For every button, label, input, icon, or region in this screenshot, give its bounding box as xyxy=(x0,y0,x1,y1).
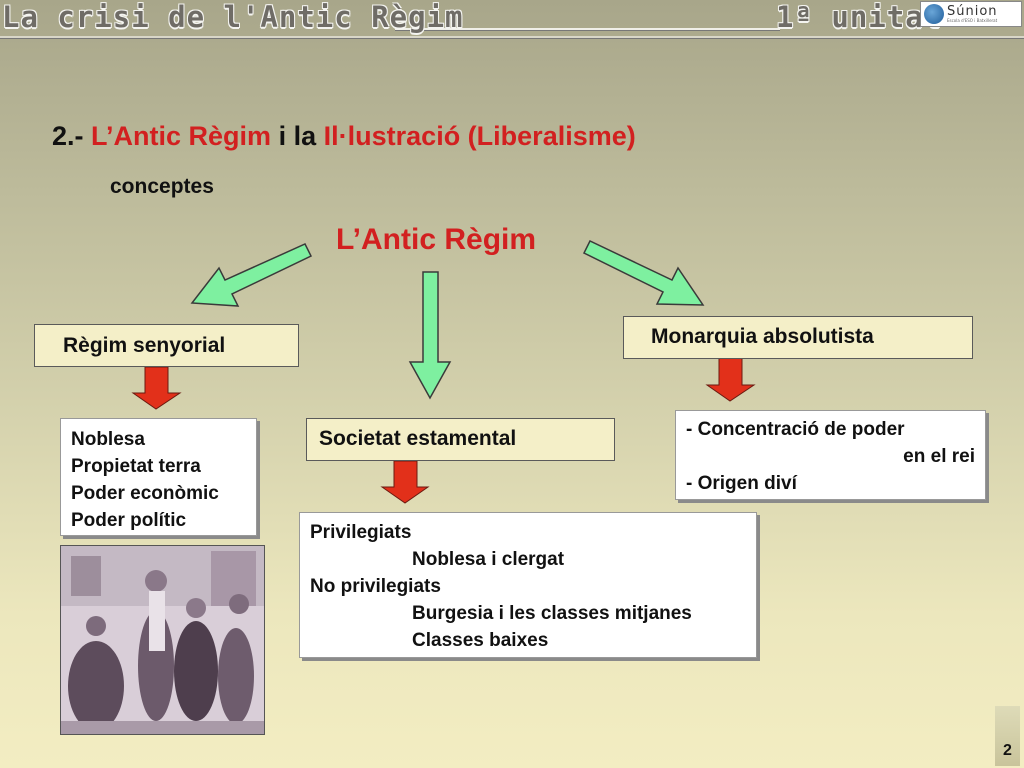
monarquia-box: Monarquia absolutista xyxy=(623,316,973,359)
arrow-down-societat-icon xyxy=(380,460,430,504)
slide-subtitle: conceptes xyxy=(110,175,214,198)
central-concept: L’Antic Règim xyxy=(336,223,537,256)
arrow-to-senyorial-icon xyxy=(190,243,313,307)
detail-concentracio: - Concentració de poder xyxy=(686,419,905,440)
page-number: 2 xyxy=(1003,742,1012,759)
slide-title: 2.- L’Antic Règim i la Il·lustració (Lib… xyxy=(52,121,636,152)
detail-noblesa: Noblesa xyxy=(71,429,145,450)
logo-subtitle: Escola d'ESO i Batxillerat xyxy=(947,18,998,23)
regim-senyorial-label: Règim senyorial xyxy=(63,334,226,357)
school-logo: Súnion Escola d'ESO i Batxillerat xyxy=(920,1,1022,27)
title-conj-la: la xyxy=(293,121,317,151)
detail-no-privilegiats: No privilegiats xyxy=(310,576,441,597)
societat-label: Societat estamental xyxy=(319,427,517,450)
detail-poder-politic: Poder polític xyxy=(71,510,187,531)
title-conj-i: i xyxy=(278,121,287,151)
arrow-to-monarquia-icon xyxy=(582,240,705,306)
detail-poder-economic: Poder econòmic xyxy=(71,483,219,504)
detail-en-el-rei: en el rei xyxy=(903,446,975,467)
monarquia-label: Monarquia absolutista xyxy=(651,325,874,348)
detail-privilegiats: Privilegiats xyxy=(310,522,412,543)
regim-senyorial-box: Règim senyorial xyxy=(34,324,299,367)
course-title: La crisi de l'Antic Règim xyxy=(2,0,464,34)
title-part-illustracio: Il·lustració (Liberalisme) xyxy=(323,121,636,151)
page-number-tab: 2 xyxy=(995,706,1020,766)
header-underline xyxy=(0,36,1024,38)
detail-propietat-terra: Propietat terra xyxy=(71,456,201,477)
logo-text: Súnion xyxy=(947,4,998,19)
detail-classes-baixes: Classes baixes xyxy=(412,630,549,651)
senyorial-details: Noblesa Propietat terra Poder econòmic P… xyxy=(60,418,257,536)
logo-globe-icon xyxy=(924,4,944,24)
societat-box: Societat estamental xyxy=(306,418,615,461)
title-number: 2.- xyxy=(52,121,84,151)
arrow-to-societat-icon xyxy=(408,271,452,400)
title-part-antic-regim: L’Antic Règim xyxy=(91,121,272,151)
societat-details: Privilegiats Noblesa i clergat No privil… xyxy=(299,512,757,658)
detail-noblesa-clergat: Noblesa i clergat xyxy=(412,549,565,570)
arrow-down-monarquia-icon xyxy=(705,357,756,402)
historical-engraving-image xyxy=(60,545,265,735)
arrow-down-senyorial-icon xyxy=(131,366,182,410)
unit-label: 1ª unitat xyxy=(776,0,943,34)
monarquia-details: - Concentració de poder en el rei - Orig… xyxy=(675,410,986,500)
header-divider xyxy=(395,28,780,30)
detail-origen-divi: - Origen diví xyxy=(686,473,797,494)
detail-burgesia: Burgesia i les classes mitjanes xyxy=(412,603,692,624)
